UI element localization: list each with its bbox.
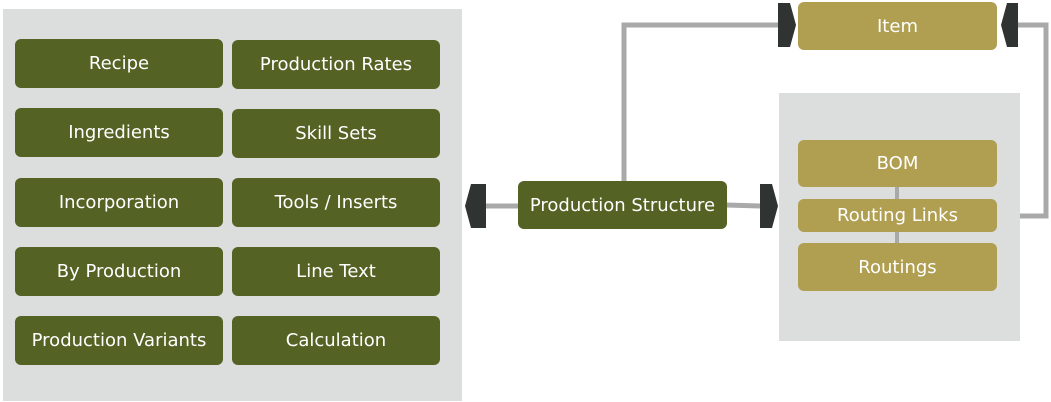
connector-panel-item: [1018, 22, 1049, 219]
routings-box[interactable]: Routings: [798, 243, 997, 291]
production-variants-box[interactable]: Production Variants: [15, 316, 223, 365]
routing-links-box[interactable]: Routing Links: [798, 199, 997, 232]
bom-box[interactable]: BOM: [798, 140, 997, 187]
recipe-box[interactable]: Recipe: [15, 39, 223, 88]
connector-center-right: [725, 202, 761, 209]
ingredients-box[interactable]: Ingredients: [15, 108, 223, 157]
arrowhead-item-right: [1001, 3, 1018, 47]
production-rates-box[interactable]: Production Rates: [232, 40, 440, 89]
calculation-box[interactable]: Calculation: [232, 316, 440, 365]
tools-inserts-box[interactable]: Tools / Inserts: [232, 178, 440, 227]
production-structure-box[interactable]: Production Structure: [518, 181, 727, 229]
item-box[interactable]: Item: [798, 2, 997, 50]
skill-sets-box[interactable]: Skill Sets: [232, 109, 440, 158]
connector-center-item: [621, 22, 778, 181]
arrowhead-item-left: [778, 3, 796, 47]
arrowhead-right-panel: [760, 184, 778, 228]
incorporation-box[interactable]: Incorporation: [15, 178, 223, 227]
arrowhead-left-panel: [465, 184, 486, 228]
by-production-box[interactable]: By Production: [15, 247, 223, 296]
line-text-box[interactable]: Line Text: [232, 247, 440, 296]
